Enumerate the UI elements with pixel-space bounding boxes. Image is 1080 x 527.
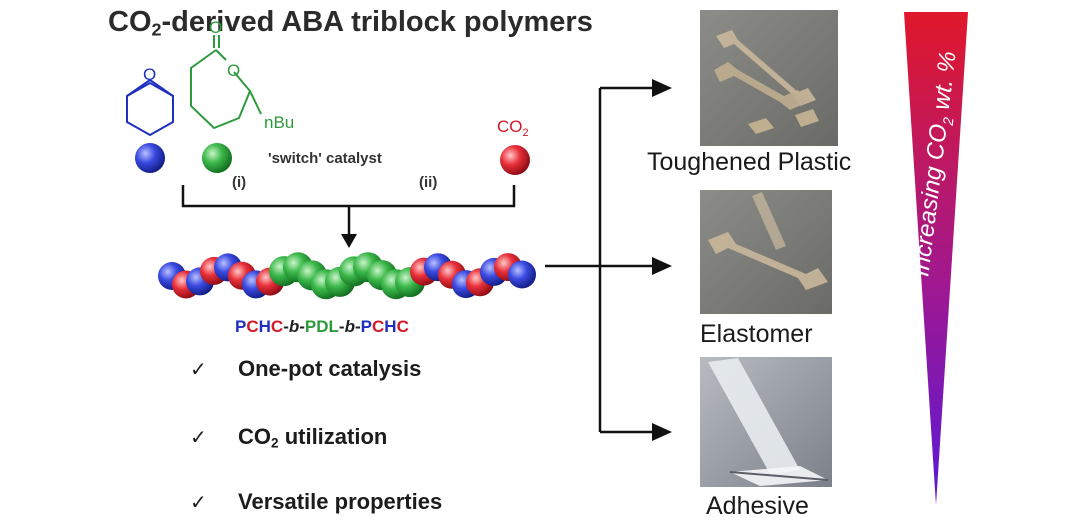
arrowhead-elastomer (652, 257, 672, 275)
co2-label: CO2 (497, 117, 529, 139)
polymer-chain (158, 252, 536, 300)
down-arrowhead (341, 234, 357, 248)
label-adhesive: Adhesive (706, 492, 809, 520)
check-icon: ✓ (190, 357, 207, 381)
reaction-bracket (181, 185, 516, 236)
polymer-name-part: P (360, 317, 372, 336)
polymer-name-part: P (235, 317, 247, 336)
bullet-co2-utilization: ✓CO2 utilization (190, 424, 388, 451)
label-elastomer: Elastomer (700, 320, 813, 348)
red-monomer-sphere (500, 145, 530, 175)
lactone-carbonyl-oxygen: O (209, 18, 222, 37)
polymer-name-part: H (384, 317, 397, 336)
bullet-one-pot: ✓One-pot catalysis (190, 356, 422, 381)
blue-monomer-sphere (135, 143, 165, 173)
catalyst-label: 'switch' catalyst (268, 150, 382, 167)
lactone-substituent: nBu (264, 113, 294, 132)
epoxide-structure (126, 79, 174, 137)
polymer-name-part: - (299, 317, 305, 336)
polymer-name-part: C (372, 317, 385, 336)
lactone-structure (190, 35, 262, 130)
step-ii-label: (ii) (419, 174, 438, 191)
polymer-name-part: - (283, 317, 289, 336)
polymer-name-part: b (288, 317, 300, 336)
check-icon: ✓ (190, 425, 207, 449)
polymer-name-part: - (354, 317, 361, 336)
polymer-name: PCHC-b-PDL-b-PCHC (235, 317, 409, 337)
label-toughened-plastic: Toughened Plastic (647, 148, 852, 176)
polymer-name-part: b (344, 317, 355, 336)
arrowhead-plastic (652, 79, 672, 97)
co2-gradient-triangle (904, 12, 968, 505)
check-icon: ✓ (190, 490, 207, 514)
polymer-name-part: C (270, 317, 284, 336)
bullet-versatile: ✓Versatile properties (190, 489, 443, 514)
green-monomer-sphere (202, 143, 232, 173)
epoxide-oxygen: O (143, 65, 156, 84)
polymer-name-part: H (258, 317, 271, 336)
photo-elastomer (700, 190, 832, 314)
photo-toughened-plastic (700, 10, 838, 146)
figure-title: CO2-derived ABA triblock polymers (108, 6, 593, 40)
photo-adhesive (700, 357, 832, 487)
chain-sphere (508, 260, 536, 289)
product-arrows (545, 86, 655, 434)
arrowhead-adhesive (652, 423, 672, 441)
polymer-name-part: C (396, 317, 409, 336)
polymer-name-part: - (338, 317, 345, 336)
polymer-name-part: C (246, 317, 259, 336)
lactone-ring-oxygen: O (227, 61, 240, 80)
step-i-label: (i) (232, 174, 247, 191)
polymer-name-part: PDL (304, 317, 339, 336)
